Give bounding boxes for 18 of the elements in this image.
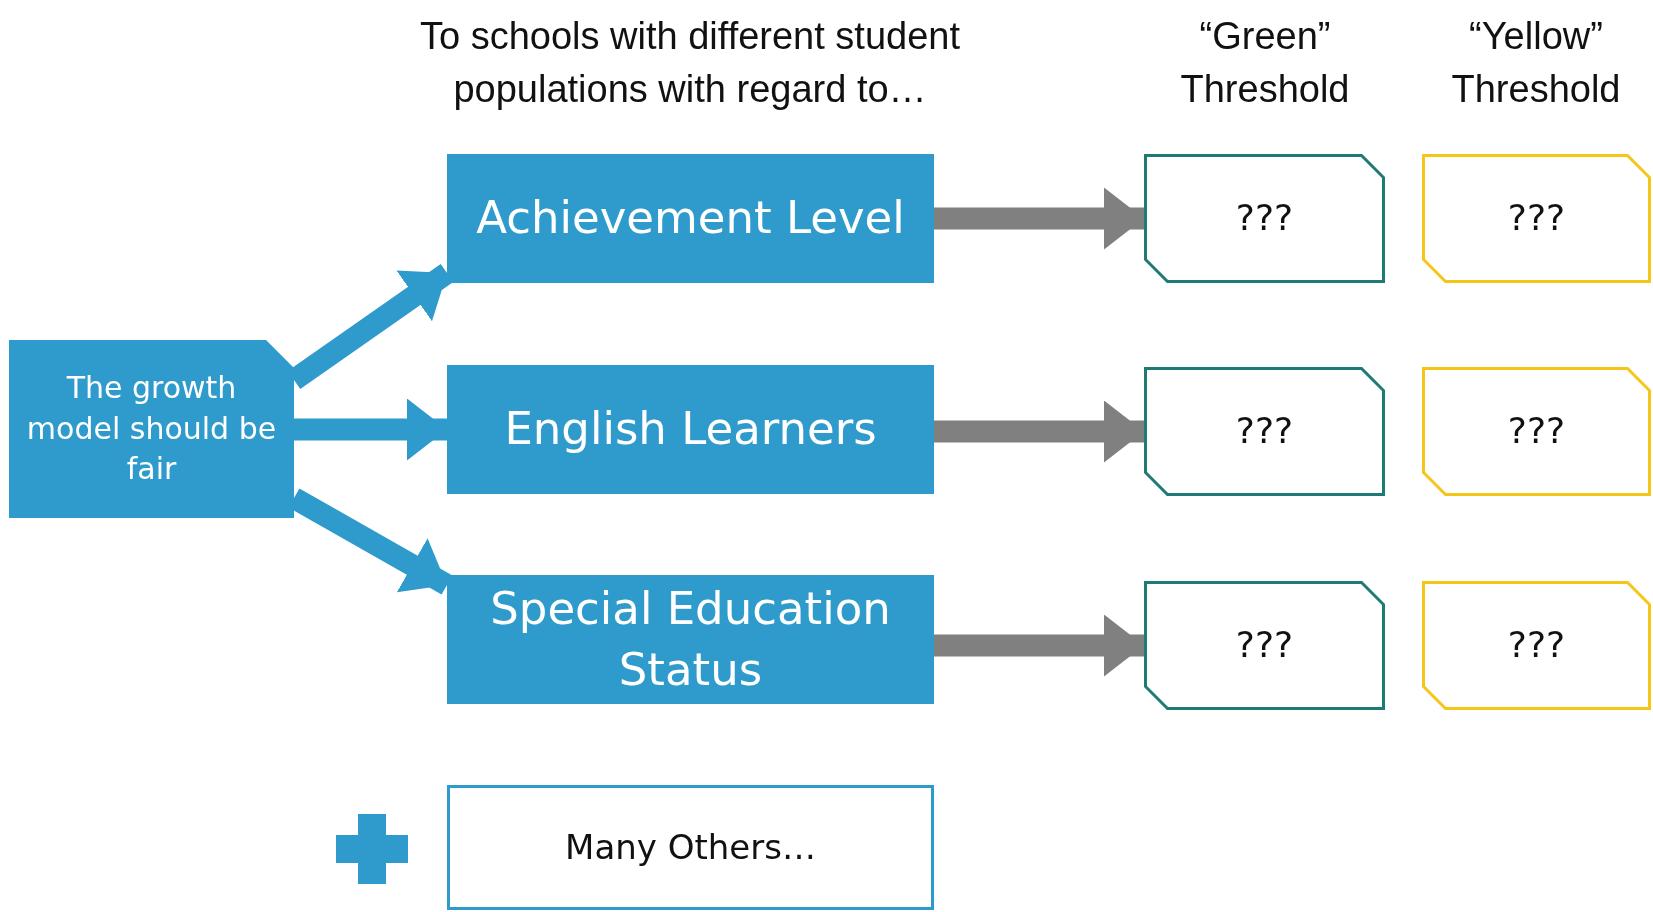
category-box: Achievement Level bbox=[447, 154, 934, 283]
statement-box: The growth model should be fair bbox=[9, 340, 294, 518]
threshold-box: ??? bbox=[1144, 581, 1385, 710]
threshold-box: ??? bbox=[1144, 154, 1385, 283]
threshold-heading: “Yellow” Threshold bbox=[1450, 14, 1622, 113]
category-box: Many Others… bbox=[447, 785, 934, 910]
category-box: English Learners bbox=[447, 365, 934, 494]
threshold-heading: “Green” Threshold bbox=[1179, 14, 1351, 113]
block-arrow bbox=[934, 400, 1144, 463]
threshold-box: ??? bbox=[1422, 154, 1651, 283]
column-heading: To schools with different student populations with regard to… bbox=[418, 14, 962, 113]
threshold-box: ??? bbox=[1422, 581, 1651, 710]
threshold-box: ??? bbox=[1144, 367, 1385, 496]
block-arrow bbox=[934, 614, 1144, 677]
category-box: Special Education Status bbox=[447, 575, 934, 704]
block-arrow bbox=[294, 398, 447, 461]
block-arrow bbox=[934, 187, 1144, 250]
threshold-box: ??? bbox=[1422, 367, 1651, 496]
